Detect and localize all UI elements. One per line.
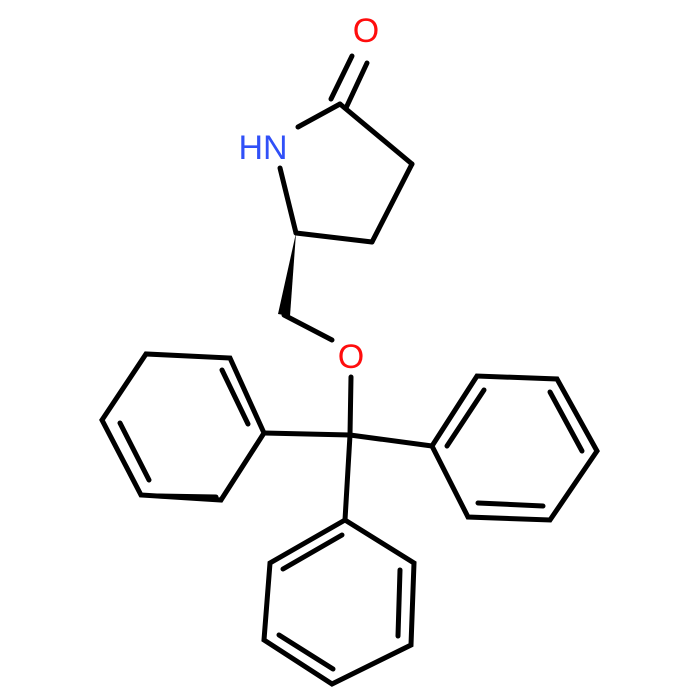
bond-n1-c5	[277, 165, 299, 236]
bond-trityl-bottom-phenyl	[342, 432, 353, 523]
bond-ch2-o	[281, 312, 335, 343]
bond-c3-c2	[337, 101, 415, 167]
bond-trityl-left-phenyl	[261, 430, 353, 438]
phenyl-right-inner-bond-3	[475, 500, 546, 509]
bond-carbonyl-double-a	[328, 53, 355, 102]
atom-label-carbonyl-oxygen: O	[353, 12, 379, 50]
phenyl-ring-bottom	[261, 517, 417, 687]
bond-carbonyl-double-b	[343, 60, 370, 111]
phenyl-right-inner-bond-2	[547, 389, 585, 454]
phenyl-ring-left	[99, 351, 267, 503]
stereo-wedge-bond	[278, 233, 296, 316]
bond-trityl-right-phenyl	[347, 432, 435, 449]
bond-c4-c3	[369, 161, 415, 245]
atom-label-ether-oxygen: O	[338, 338, 364, 376]
phenyl-bottom-hexagon	[261, 517, 417, 687]
phenyl-left-inner-bond-2	[117, 420, 152, 483]
phenyl-bottom-inner-bond-2	[276, 632, 336, 672]
phenyl-right-hexagon	[429, 373, 600, 523]
atom-label-nitrogen: HN	[238, 129, 287, 167]
phenyl-right-inner-bond-1	[444, 387, 487, 449]
ether-linker	[281, 312, 354, 438]
phenyl-left-inner-bond-1	[219, 367, 251, 427]
phenyl-bottom-inner-bond-1	[280, 532, 345, 572]
phenyl-bottom-inner-bond-3	[395, 567, 403, 639]
pyrrolidinone-ring	[277, 53, 415, 245]
phenyl-ring-right	[429, 373, 600, 523]
bond-o-trityl-carbon	[347, 374, 354, 438]
trityl-bonds	[261, 430, 435, 523]
phenyl-left-hexagon	[99, 351, 267, 503]
phenyl-left-inner-bond-3	[155, 493, 219, 500]
bond-c2-n1	[295, 101, 343, 130]
bond-c5-c4	[293, 230, 375, 245]
